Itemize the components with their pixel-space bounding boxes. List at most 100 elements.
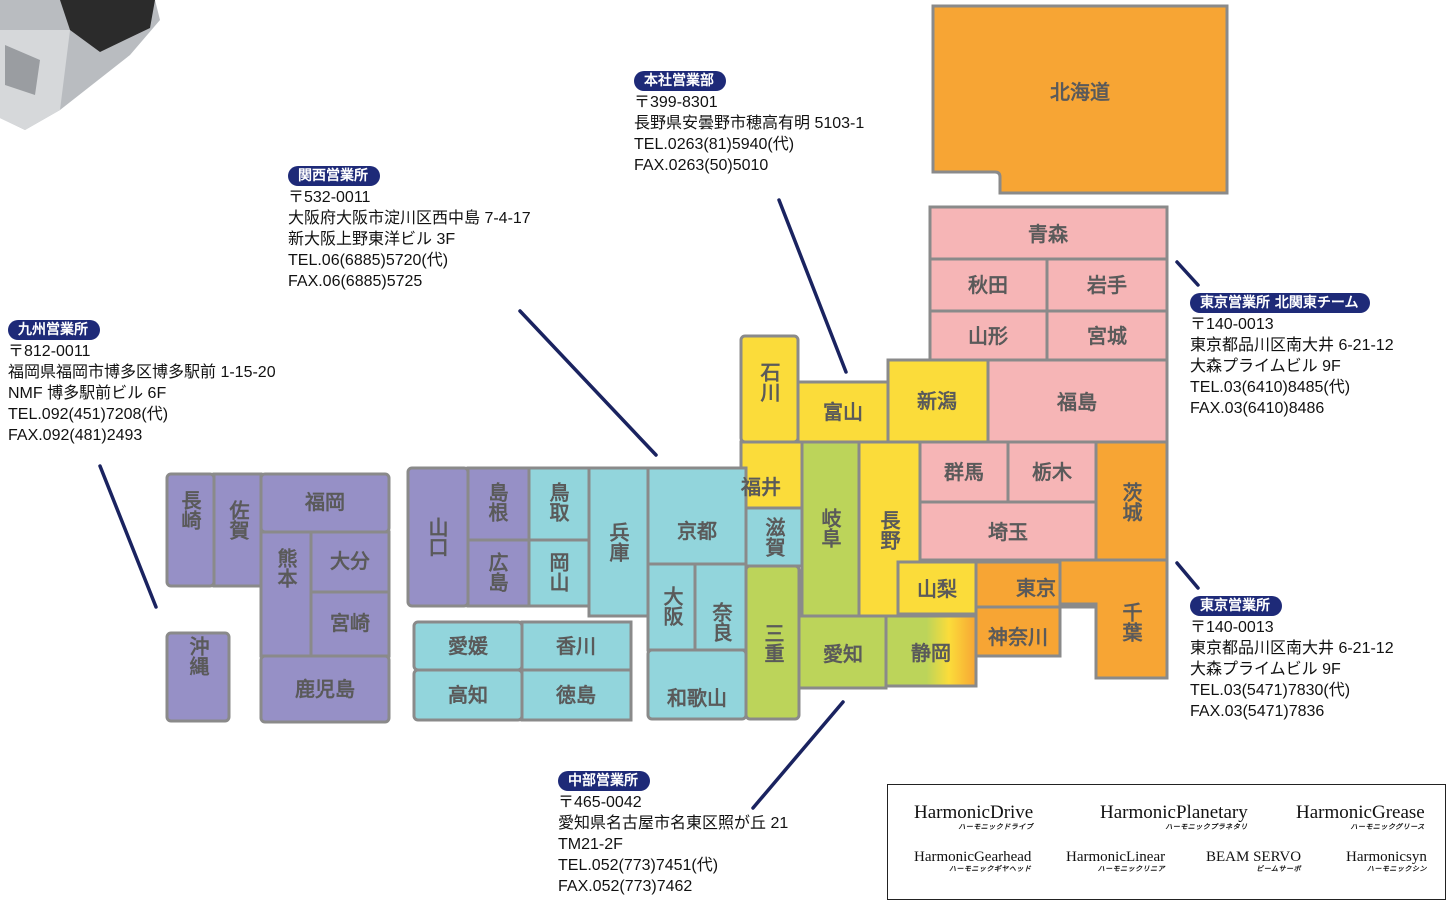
office-tel: TEL.052(773)7451(代) (558, 857, 719, 874)
office-address: 愛知県名古屋市名東区照が丘 21 (558, 815, 789, 832)
office-building: TM21-2F (558, 836, 623, 853)
label-nara: 奈良 (709, 601, 733, 643)
office-badge: 東京営業所 (1190, 596, 1282, 616)
label-oita: 大分 (330, 549, 370, 573)
pref-hyogo-shape (587, 466, 650, 618)
office-postal: 〒399-8301 (634, 94, 718, 111)
label-shimane: 島根 (485, 481, 509, 523)
brand-harmonic-gearhead: HarmonicGearhead ハーモニックギヤヘッド (914, 849, 1031, 874)
brand-name: BEAM SERVO (1206, 849, 1302, 865)
leader-tokyo (1175, 561, 1200, 590)
pref-kagawa-shape (520, 620, 633, 672)
brand-name: HarmonicDrive (914, 802, 1034, 823)
label-chiba: 千葉 (1119, 602, 1143, 643)
label-yamanashi: 山梨 (917, 577, 958, 601)
label-kochi: 高知 (448, 683, 488, 707)
office-fax: FAX.06(6885)5725 (288, 273, 423, 290)
brand-reading: ハーモニックグリース (1350, 823, 1425, 831)
label-nagano: 長野 (877, 510, 901, 550)
label-hokkaido: 北海道 (1050, 80, 1110, 104)
product-photo (0, 0, 160, 130)
label-gifu: 岐阜 (818, 507, 842, 549)
pref-hiroshima-shape (466, 538, 531, 608)
label-iwate: 岩手 (1086, 273, 1127, 297)
brand-name: HarmonicGearhead (914, 849, 1032, 865)
office-chubu: 中部営業所 〒465-0042 愛知県名古屋市名東区照が丘 21 TM21-2F… (558, 770, 788, 897)
pref-okinawa-shape (165, 631, 231, 723)
pref-chiba-shape (1058, 558, 1169, 680)
brand-harmonic-planetary: HarmonicPlanetary ハーモニックプラネタリ (1100, 802, 1248, 832)
label-kagawa: 香川 (556, 634, 596, 658)
office-postal: 〒465-0042 (558, 794, 642, 811)
pref-shiga-shape (744, 506, 804, 568)
label-ehime: 愛媛 (448, 634, 489, 658)
brand-legend: HarmonicDrive ハーモニックドライブ HarmonicPlaneta… (887, 784, 1446, 900)
office-tokyo: 東京営業所 〒140-0013 東京都品川区南大井 6-21-12 大森プライム… (1190, 595, 1394, 722)
label-niigata: 新潟 (917, 389, 957, 413)
pref-yamagata-shape (928, 309, 1049, 362)
label-ibaraki: 茨城 (1119, 481, 1143, 523)
pref-shimane-shape (466, 466, 531, 542)
pref-tokushima-shape (520, 668, 633, 722)
brand-harmonicsyn: Harmonicsyn ハーモニックシン (1346, 849, 1427, 874)
label-gunma: 群馬 (943, 460, 984, 484)
office-badge: 関西営業所 (288, 166, 380, 186)
office-tel: TEL.06(6885)5720(代) (288, 252, 449, 269)
brand-reading: ビームサーボ (1256, 865, 1302, 873)
brand-name: Harmonicsyn (1346, 849, 1427, 865)
label-kagoshima: 鹿児島 (295, 677, 355, 701)
label-hiroshima: 広島 (485, 551, 509, 592)
label-fukuoka: 福岡 (304, 490, 345, 514)
brand-harmonic-drive: HarmonicDrive ハーモニックドライブ (914, 802, 1033, 832)
label-kanagawa: 神奈川 (988, 625, 1048, 649)
label-toyama: 富山 (823, 400, 863, 424)
brand-reading: ハーモニックシン (1366, 865, 1427, 873)
label-kyoto: 京都 (677, 519, 717, 543)
label-fukushima: 福島 (1056, 390, 1097, 414)
office-honsha: 本社営業部 〒399-8301 長野県安曇野市穂高有明 5103-1 TEL.0… (634, 70, 864, 176)
office-kyushu: 九州営業所 〒812-0011 福岡県福岡市博多区博多駅前 1-15-20 NM… (8, 319, 276, 446)
brand-harmonic-grease: HarmonicGrease ハーモニックグリース (1296, 802, 1425, 832)
office-tel: TEL.092(451)7208(代) (8, 406, 169, 423)
office-postal: 〒140-0013 (1190, 619, 1274, 636)
label-shizuoka: 静岡 (911, 641, 951, 665)
leader-kansai (518, 309, 658, 457)
office-fax: FAX.03(5471)7836 (1190, 703, 1325, 720)
office-badge: 中部営業所 (558, 771, 650, 791)
office-building: 大森プライムビル 9F (1190, 358, 1341, 375)
label-mie: 三重 (761, 623, 785, 663)
office-building: 新大阪上野東洋ビル 3F (288, 231, 456, 248)
office-postal: 〒532-0011 (288, 189, 371, 206)
office-postal: 〒812-0011 (8, 343, 91, 360)
pref-tochigi-shape (1006, 440, 1098, 504)
label-kumamoto: 熊本 (274, 547, 298, 588)
office-tel: TEL.03(5471)7830(代) (1190, 682, 1351, 699)
office-fax: FAX.052(773)7462 (558, 878, 693, 895)
office-tel: TEL.03(6410)8485(代) (1190, 379, 1351, 396)
label-hyogo: 兵庫 (606, 522, 630, 563)
office-address: 東京都品川区南大井 6-21-12 (1190, 640, 1394, 657)
leader-kyushu (98, 464, 158, 609)
office-badge: 九州営業所 (8, 320, 100, 340)
office-fax: FAX.03(6410)8486 (1190, 400, 1325, 417)
label-saitama: 埼玉 (988, 520, 1028, 544)
pref-yamaguchi-shape (406, 466, 470, 608)
brand-name: HarmonicGrease (1296, 802, 1425, 823)
label-nagasaki: 長崎 (178, 490, 202, 530)
label-yamagata: 山形 (968, 324, 1008, 348)
pref-toyama-shape (796, 380, 890, 444)
pref-hokkaido-shape (931, 4, 1229, 195)
brand-beam-servo: BEAM SERVO ビームサーボ (1206, 849, 1301, 874)
office-kansai: 関西営業所 〒532-0011 大阪府大阪市淀川区西中島 7-4-17 新大阪上… (288, 165, 531, 292)
leader-chubu (751, 700, 845, 810)
pref-kagoshima-shape (259, 654, 391, 724)
label-wakayama: 和歌山 (667, 686, 727, 710)
pref-wakayama-shape (646, 648, 748, 721)
pref-kyoto-shape (646, 466, 748, 566)
office-tel: TEL.0263(81)5940(代) (634, 136, 795, 153)
label-saga: 佐賀 (226, 499, 250, 541)
pref-gunma-shape (918, 440, 1010, 504)
office-fax: FAX.092(481)2493 (8, 427, 143, 444)
label-tokyo: 東京 (1016, 576, 1056, 600)
office-badge: 本社営業部 (634, 71, 726, 91)
